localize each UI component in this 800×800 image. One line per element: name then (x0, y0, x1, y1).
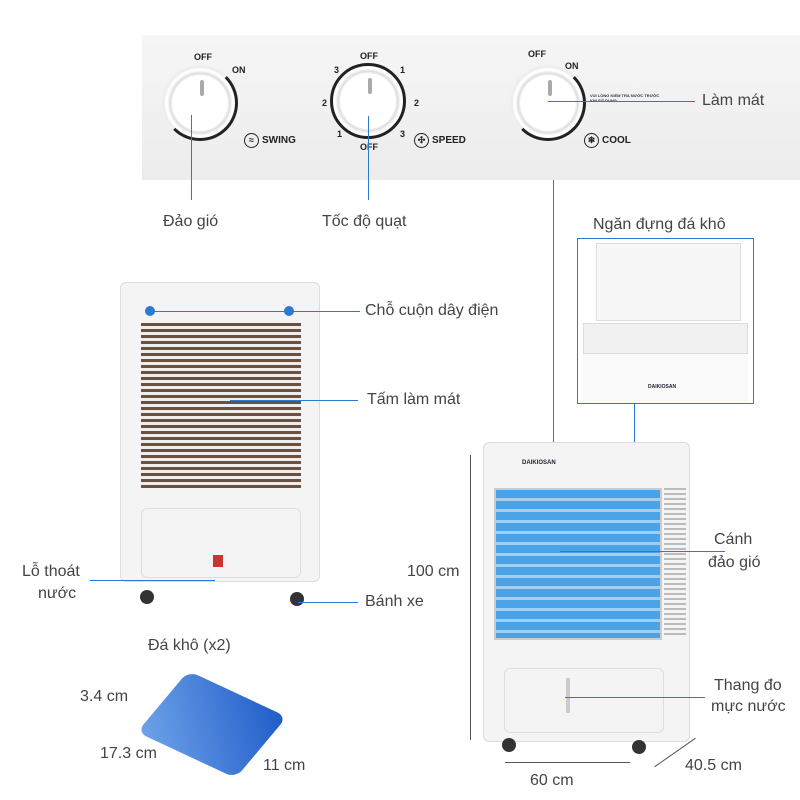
louvers (494, 488, 662, 640)
callout-line (230, 400, 358, 401)
ice-compartment-label: Ngăn đựng đá khô (593, 216, 726, 233)
speed-off-top: OFF (360, 51, 378, 61)
cooler-front-view: DAIKIOSAN (483, 442, 690, 742)
wheel (502, 738, 516, 752)
front-panel (583, 353, 748, 403)
speed-mark: 2 (322, 98, 328, 108)
speed-mark: 1 (337, 129, 343, 139)
width-dimension: 60 cm (530, 772, 574, 789)
wheels-label: Bánh xe (365, 593, 424, 610)
snowflake-icon: ❄ (584, 133, 599, 148)
cool-off-mark: OFF (528, 49, 546, 59)
cooling-pad (141, 323, 301, 488)
speed-label: ✣SPEED (414, 133, 466, 148)
speed-off-bottom: OFF (360, 142, 378, 152)
fan-speed-label: Tốc độ quạt (322, 213, 407, 230)
water-gauge (566, 678, 570, 713)
swing-knob[interactable] (162, 65, 238, 141)
height-dimension-line (470, 455, 471, 740)
depth-dimension: 40.5 cm (685, 757, 742, 774)
side-vent (664, 488, 686, 638)
drain-label: nước (38, 585, 77, 602)
callout-line (560, 551, 725, 552)
swing-off-mark: OFF (194, 52, 212, 62)
brand-logo: DAIKIOSAN (522, 460, 556, 466)
ice-compartment-image: DAIKIOSAN (577, 238, 754, 404)
callout-line (553, 180, 554, 442)
lid (596, 243, 741, 321)
cool-notice: VUI LÒNG KIỂM TRA NƯỚC TRƯỚC KHI SỬ DỤNG (590, 93, 660, 103)
swing-icon: ≈ (244, 133, 259, 148)
cord-wrap-label: Chỗ cuộn dây điện (365, 302, 499, 319)
swing-callout-label: Đảo gió (163, 213, 219, 230)
ice-width: 11 cm (263, 757, 306, 774)
louver-label: Cánh (714, 531, 753, 548)
wheel (290, 592, 304, 606)
drain-label: Lỗ thoát (22, 563, 80, 580)
callout-line (90, 580, 215, 581)
swing-label: ≈SWING (244, 133, 296, 148)
cooler-back-view (120, 282, 320, 582)
drain-plug (213, 555, 223, 567)
cooling-label: Làm mát (702, 92, 765, 109)
water-gauge-label: Thang đo (714, 677, 782, 694)
brand-logo: DAIKIOSAN (648, 384, 677, 390)
marker-dot (284, 306, 294, 316)
marker-dot (145, 306, 155, 316)
cool-on-mark: ON (565, 61, 579, 71)
control-panel: OFF ON ≈SWING OFF OFF 3 2 1 1 2 3 ✣SPEED… (142, 35, 800, 180)
cooling-pad-label: Tấm làm mát (367, 391, 461, 408)
callout-line (634, 404, 635, 442)
cool-label: ❄COOL (584, 133, 631, 148)
ice-thickness: 3.4 cm (80, 688, 129, 705)
swing-on-mark: ON (232, 65, 246, 75)
callout-line (548, 101, 695, 102)
water-gauge-label: mực nước (711, 698, 786, 715)
louver-label: đảo gió (708, 554, 761, 571)
callout-line (191, 115, 192, 200)
callout-line (298, 602, 358, 603)
speed-mark: 3 (334, 65, 340, 75)
wheel (140, 590, 154, 604)
speed-mark: 3 (400, 129, 406, 139)
wheel (632, 740, 646, 754)
water-tank (504, 668, 664, 733)
ice-pack-label: Đá khô (x2) (148, 637, 231, 654)
callout-line (368, 116, 369, 200)
speed-mark: 1 (400, 65, 406, 75)
ice-length: 17.3 cm (100, 745, 157, 762)
callout-line (565, 697, 705, 698)
speed-mark: 2 (414, 98, 420, 108)
height-dimension: 100 cm (407, 563, 460, 580)
fan-icon: ✣ (414, 133, 429, 148)
callout-line (150, 311, 360, 312)
cool-knob[interactable] (510, 65, 586, 141)
water-tank (141, 508, 301, 578)
width-dimension-line (505, 762, 630, 763)
